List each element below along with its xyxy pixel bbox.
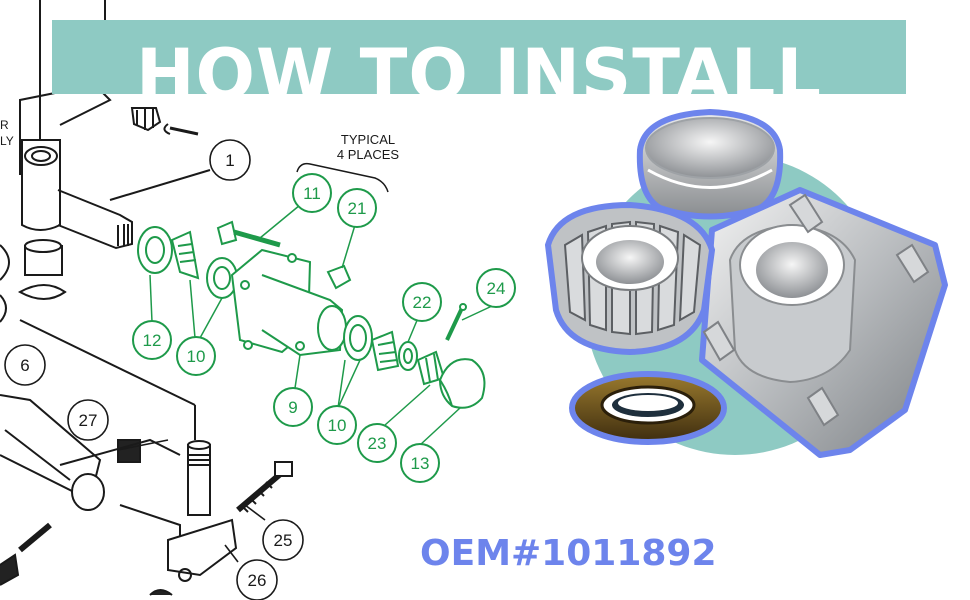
callout-26: 26 <box>248 571 267 590</box>
tapered-roller-bearing-icon <box>544 201 716 356</box>
hub-icon <box>699 187 948 458</box>
product-render <box>544 108 948 458</box>
note-line-1: TYPICAL <box>340 132 396 147</box>
edge-text-1: R <box>0 118 9 132</box>
callout-12: 12 <box>143 331 162 350</box>
dust-cap-icon <box>636 108 784 220</box>
callout-10b: 10 <box>328 416 347 435</box>
callout-1: 1 <box>225 151 234 170</box>
grease-seal-icon <box>569 371 727 445</box>
callout-22: 22 <box>413 293 432 312</box>
black-callouts <box>4 139 304 600</box>
typical-note: TYPICAL 4 PLACES <box>318 132 418 162</box>
edge-text-2: LY <box>0 134 14 148</box>
note-line-2: 4 PLACES <box>336 147 400 162</box>
callout-27: 27 <box>79 411 98 430</box>
how-to-install-banner: HOW TO INSTALL <box>52 20 906 112</box>
callout-23: 23 <box>368 434 387 453</box>
green-exploded-parts <box>137 162 493 446</box>
callout-25: 25 <box>274 531 293 550</box>
callout-21: 21 <box>348 199 367 218</box>
wheel-stud-icon <box>702 193 930 427</box>
callout-11: 11 <box>303 184 321 203</box>
banner-title: HOW TO INSTALL <box>135 34 823 116</box>
green-callouts <box>132 173 516 483</box>
callout-13: 13 <box>411 454 430 473</box>
spindle-assembly-lineart <box>0 0 293 596</box>
oem-part-number: OEM#1011892 <box>420 533 717 574</box>
callout-9: 9 <box>288 398 297 417</box>
callout-10a: 10 <box>187 347 206 366</box>
callout-6: 6 <box>20 356 29 375</box>
callout-24: 24 <box>487 279 506 298</box>
